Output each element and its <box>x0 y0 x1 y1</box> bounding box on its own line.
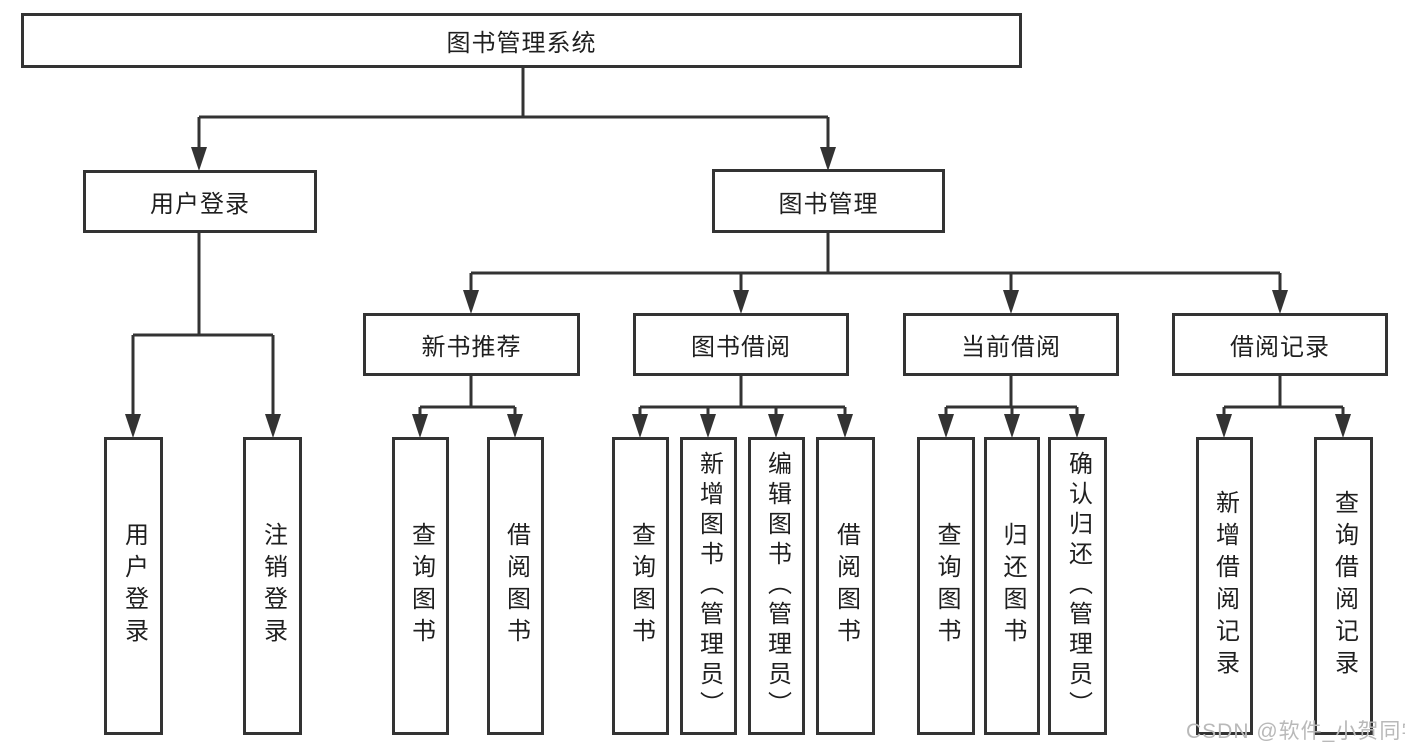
leaf-edit-book-admin: 编辑图书（管理员） <box>748 437 805 735</box>
arrowhead-icon <box>1004 414 1020 438</box>
arrowhead-icon <box>768 414 784 438</box>
node-borrowing-records: 借阅记录 <box>1172 313 1388 376</box>
connector-user-login-children <box>131 233 275 419</box>
leaf-label: 查询图书 <box>407 522 435 650</box>
leaf-label: 新增借阅记录 <box>1211 490 1239 682</box>
arrowhead-icon <box>733 290 749 314</box>
arrowhead-icon <box>1272 290 1288 314</box>
leaf-confirm-return-admin: 确认归还（管理员） <box>1048 437 1107 735</box>
leaf-label: 借阅图书 <box>832 522 860 650</box>
arrowhead-icon <box>1335 414 1351 438</box>
leaf-borrow-books: 借阅图书 <box>816 437 875 735</box>
leaf-label: 借阅图书 <box>502 522 530 650</box>
arrowhead-icon <box>1069 414 1085 438</box>
node-book-management: 图书管理 <box>712 169 945 233</box>
leaf-borrow-books: 借阅图书 <box>487 437 544 735</box>
connector-book-mgmt-children <box>469 233 1282 295</box>
leaf-query-borrow-record: 查询借阅记录 <box>1314 437 1373 735</box>
leaf-add-borrow-record: 新增借阅记录 <box>1196 437 1253 735</box>
leaf-user-login: 用户登录 <box>104 437 163 735</box>
arrowheads <box>125 147 1351 438</box>
connector-root-to-level2 <box>197 68 830 152</box>
node-root-system: 图书管理系统 <box>21 13 1022 68</box>
connector-borrow-children <box>638 376 847 419</box>
arrowhead-icon <box>1003 290 1019 314</box>
arrowhead-icon <box>837 414 853 438</box>
node-label: 用户登录 <box>150 191 250 218</box>
node-label: 当前借阅 <box>961 334 1061 361</box>
arrowhead-icon <box>938 414 954 438</box>
arrowhead-icon <box>463 290 479 314</box>
arrowhead-icon <box>191 147 207 171</box>
watermark-text: CSDN @软件_小贺同学 <box>1186 720 1405 743</box>
leaf-label: 用户登录 <box>120 522 148 650</box>
leaf-label: 确认归还（管理员） <box>1064 451 1092 721</box>
leaf-label: 归还图书 <box>999 522 1026 650</box>
node-book-borrowing: 图书借阅 <box>633 313 849 376</box>
leaf-label: 新增图书（管理员） <box>695 451 723 721</box>
leaf-logout: 注销登录 <box>243 437 302 735</box>
leaf-query-books: 查询图书 <box>612 437 669 735</box>
connector-current-children <box>944 376 1079 419</box>
node-current-borrowing: 当前借阅 <box>903 313 1119 376</box>
leaf-query-books: 查询图书 <box>917 437 975 735</box>
arrowhead-icon <box>412 414 428 438</box>
arrowhead-icon <box>632 414 648 438</box>
arrowhead-icon <box>1216 414 1232 438</box>
leaf-label: 查询图书 <box>627 522 655 650</box>
leaf-query-books: 查询图书 <box>392 437 449 735</box>
connector-new-rec-children <box>418 376 517 419</box>
leaf-label: 编辑图书（管理员） <box>763 451 791 721</box>
arrowhead-icon <box>820 147 836 171</box>
node-new-book-recommend: 新书推荐 <box>363 313 580 376</box>
connector-record-children <box>1222 376 1345 419</box>
node-label: 新书推荐 <box>421 334 522 361</box>
leaf-label: 注销登录 <box>259 522 287 650</box>
node-label: 图书管理系统 <box>446 30 597 57</box>
leaf-label: 查询图书 <box>933 522 960 650</box>
leaf-add-book-admin: 新增图书（管理员） <box>680 437 737 735</box>
leaf-label: 查询借阅记录 <box>1330 490 1358 682</box>
arrowhead-icon <box>125 414 141 438</box>
arrowhead-icon <box>507 414 523 438</box>
node-label: 图书借阅 <box>691 334 791 361</box>
arrowhead-icon <box>265 414 281 438</box>
arrowhead-icon <box>700 414 716 438</box>
node-user-login: 用户登录 <box>83 170 317 233</box>
leaf-return-books: 归还图书 <box>984 437 1040 735</box>
node-label: 借阅记录 <box>1230 334 1330 361</box>
node-label: 图书管理 <box>778 190 879 218</box>
